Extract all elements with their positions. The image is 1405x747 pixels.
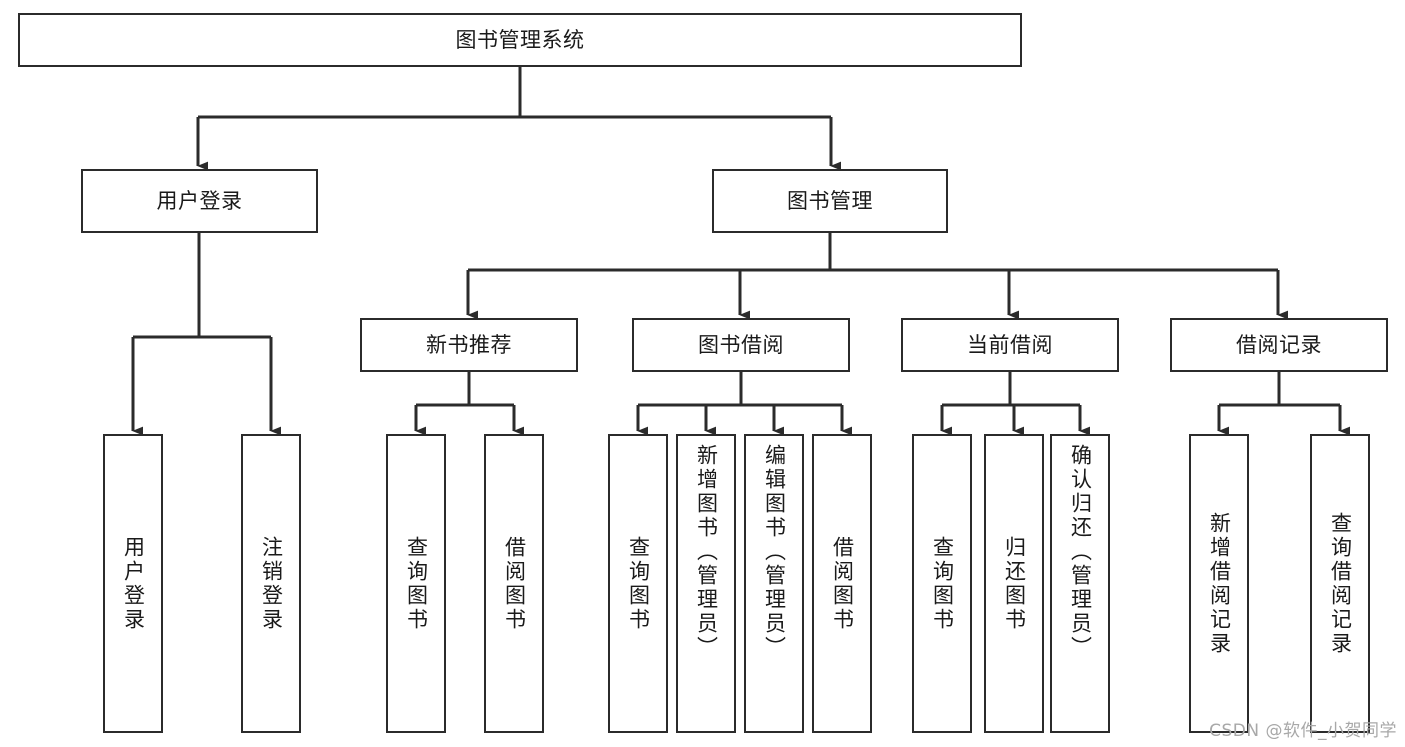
node-leaf-confirm-return-label: 确认归还（管理员） <box>1068 444 1093 660</box>
node-leaf-query-book-3-label: 查询图书 <box>930 535 955 632</box>
node-user-login-label: 用户登录 <box>156 188 243 213</box>
node-leaf-add-book[interactable]: 新增图书（管理员） <box>676 434 736 733</box>
node-leaf-return-book[interactable]: 归还图书 <box>984 434 1044 733</box>
node-book-management[interactable]: 图书管理 <box>712 169 948 233</box>
node-leaf-query-book-1-label: 查询图书 <box>404 535 429 632</box>
node-leaf-borrow-book-1[interactable]: 借阅图书 <box>484 434 544 733</box>
node-leaf-query-book-2[interactable]: 查询图书 <box>608 434 668 733</box>
node-new-book-recommend[interactable]: 新书推荐 <box>360 318 578 372</box>
node-leaf-edit-book-label: 编辑图书（管理员） <box>762 444 787 660</box>
node-leaf-query-book-2-label: 查询图书 <box>626 535 651 632</box>
node-borrow-records[interactable]: 借阅记录 <box>1170 318 1388 372</box>
node-book-borrow[interactable]: 图书借阅 <box>632 318 850 372</box>
node-leaf-query-record[interactable]: 查询借阅记录 <box>1310 434 1370 733</box>
node-root[interactable]: 图书管理系统 <box>18 13 1022 67</box>
node-leaf-query-book-1[interactable]: 查询图书 <box>386 434 446 733</box>
node-leaf-query-record-label: 查询借阅记录 <box>1328 511 1353 656</box>
node-leaf-user-login[interactable]: 用户登录 <box>103 434 163 733</box>
node-leaf-add-book-label: 新增图书（管理员） <box>694 444 719 660</box>
node-new-book-recommend-label: 新书推荐 <box>426 332 512 357</box>
node-leaf-add-record[interactable]: 新增借阅记录 <box>1189 434 1249 733</box>
node-leaf-edit-book[interactable]: 编辑图书（管理员） <box>744 434 804 733</box>
node-book-borrow-label: 图书借阅 <box>698 332 784 357</box>
node-current-borrow-label: 当前借阅 <box>967 332 1053 357</box>
node-current-borrow[interactable]: 当前借阅 <box>901 318 1119 372</box>
node-leaf-user-login-label: 用户登录 <box>121 535 146 632</box>
node-root-label: 图书管理系统 <box>455 27 585 52</box>
node-leaf-query-book-3[interactable]: 查询图书 <box>912 434 972 733</box>
node-leaf-logout-label: 注销登录 <box>259 535 284 632</box>
node-book-management-label: 图书管理 <box>787 188 873 213</box>
node-leaf-return-book-label: 归还图书 <box>1002 535 1027 632</box>
node-user-login[interactable]: 用户登录 <box>81 169 318 233</box>
node-leaf-add-record-label: 新增借阅记录 <box>1207 511 1232 656</box>
node-borrow-records-label: 借阅记录 <box>1236 332 1322 357</box>
node-leaf-borrow-book-2[interactable]: 借阅图书 <box>812 434 872 733</box>
node-leaf-borrow-book-2-label: 借阅图书 <box>830 535 855 632</box>
csdn-watermark: CSDN @软件_小贺同学 <box>1209 721 1397 741</box>
node-leaf-confirm-return[interactable]: 确认归还（管理员） <box>1050 434 1110 733</box>
node-leaf-logout[interactable]: 注销登录 <box>241 434 301 733</box>
node-leaf-borrow-book-1-label: 借阅图书 <box>502 535 527 632</box>
